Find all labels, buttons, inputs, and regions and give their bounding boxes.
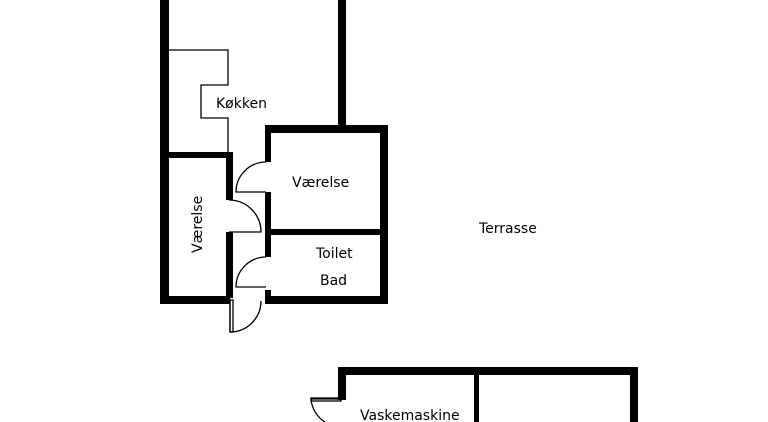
label-terrace: Terrasse <box>478 221 537 237</box>
label-toilet: Toilet <box>315 246 353 262</box>
wall-room-top <box>265 125 388 133</box>
wall-room-toilet <box>265 229 388 235</box>
walls <box>160 0 638 422</box>
wall-bottom-left <box>160 296 230 304</box>
wall-laundry-right <box>630 367 638 422</box>
door-bath <box>235 256 267 288</box>
label-room-right: Værelse <box>292 175 349 191</box>
wall-corridor-right-3 <box>265 290 271 304</box>
wall-bottom-right <box>265 296 388 304</box>
label-bath: Bad <box>320 273 347 289</box>
wall-corridor-right-1 <box>265 125 271 162</box>
label-room-left: Værelse <box>190 196 206 253</box>
wall-laundry-left <box>338 367 346 400</box>
door-entrance <box>229 300 262 333</box>
wall-corridor-left-top <box>226 152 233 200</box>
wall-room-right <box>380 125 388 304</box>
wall-kitchen-room <box>160 152 233 158</box>
door-room-left <box>228 199 262 233</box>
wall-laundry-divider <box>474 367 479 422</box>
label-laundry: Vaskemaskine <box>360 408 460 422</box>
label-kitchen: Køkken <box>216 96 267 112</box>
door-laundry <box>310 398 341 422</box>
kitchen-counter <box>169 49 229 152</box>
wall-corridor-right-2 <box>265 192 271 257</box>
door-entrance-leaf <box>229 299 234 333</box>
wall-upper-right <box>338 0 346 132</box>
door-room-right <box>235 161 267 193</box>
door-laundry-leaf <box>310 397 342 402</box>
wall-corridor-left-bottom <box>226 232 233 298</box>
doors <box>228 161 342 422</box>
wall-laundry-top <box>338 367 638 375</box>
